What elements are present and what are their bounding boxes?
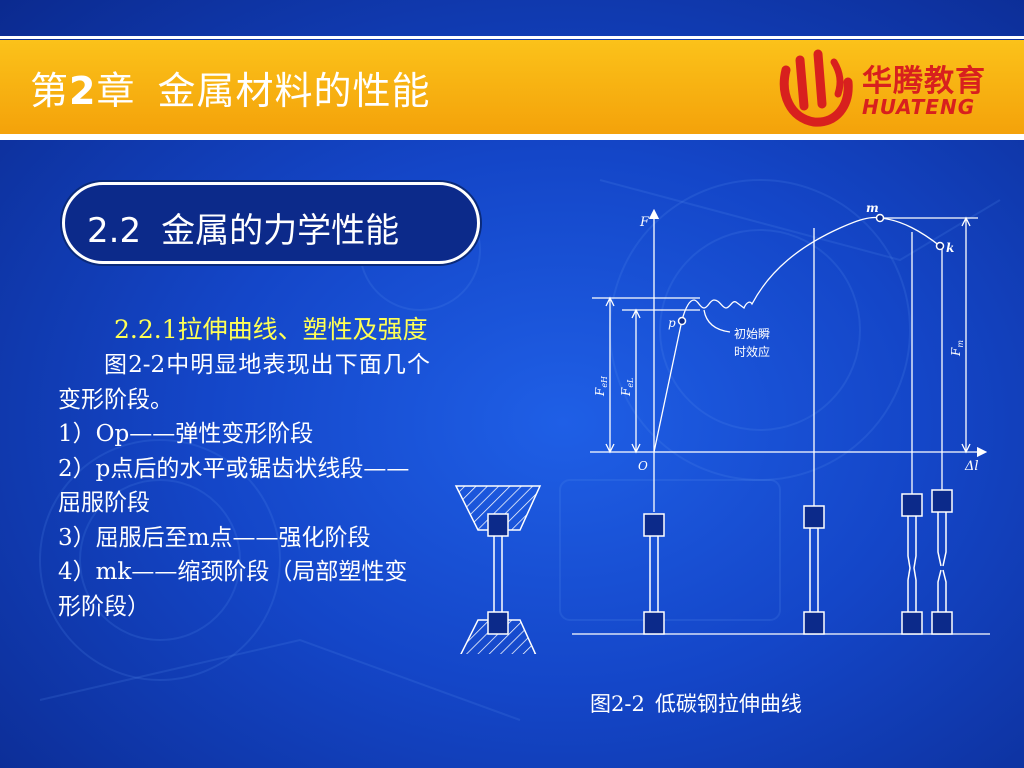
list-item: 4）mk——缩颈阶段（局部塑性变形阶段） [58, 559, 408, 620]
header-bar [0, 40, 1024, 134]
fel-label: FeL [619, 378, 635, 397]
chapter-name: 金属材料的性能 [157, 69, 431, 113]
chapter-number: 2 [69, 69, 97, 113]
point-p-label: p [668, 316, 676, 330]
chapter-title: 第2章金属材料的性能 [30, 60, 431, 115]
logo-text-en: HUATENG [862, 95, 976, 119]
logo-text-cn: 华腾教育 [862, 64, 986, 99]
annotation-line-1: 初始瞬 [734, 327, 770, 341]
point-p-marker [677, 316, 687, 326]
list-item: 2）p点后的水平或锯齿状线段——屈服阶段 [58, 455, 410, 517]
section-number: 2.2 [87, 211, 142, 251]
chapter-suffix: 章 [96, 69, 136, 113]
fm-label: Fm [949, 340, 965, 357]
point-k-marker [935, 241, 945, 251]
annotation-line-2: 时效应 [734, 344, 770, 359]
annotation-leader [703, 309, 731, 333]
point-k-label: k [946, 241, 954, 255]
section-badge: 2.2 金属的力学性能 [62, 182, 480, 264]
section-title: 2.2 金属的力学性能 [87, 203, 399, 252]
caption-number: 图2-2 [590, 692, 645, 716]
subheading: 2.2.1拉伸曲线、塑性及强度 [114, 315, 428, 344]
section-name: 金属的力学性能 [161, 211, 400, 251]
upper-grip [454, 485, 542, 531]
figure-caption: 图2-2 低碳钢拉伸曲线 [590, 688, 802, 718]
x-axis-label: Δl [964, 459, 979, 474]
huateng-logo-mark-icon [779, 49, 853, 127]
point-m-label: m [866, 201, 879, 215]
tensile-curve-figure: F Δl O p m k FeH FeL Fm 初始瞬 时效应 [454, 201, 990, 654]
huateng-logo: 华腾教育 HUATENG [778, 48, 1014, 128]
top-divider [0, 36, 1024, 39]
y-axis-label: F [639, 215, 650, 230]
caption-text: 低碳钢拉伸曲线 [654, 692, 802, 716]
list-item: 3）屈服后至m点——强化阶段 [58, 524, 371, 551]
origin-label: O [638, 459, 648, 473]
chapter-prefix: 第 [30, 69, 70, 113]
header-divider [0, 134, 1024, 140]
list-item: 1）Op——弹性变形阶段 [58, 421, 314, 447]
tensile-curve [653, 216, 941, 453]
intro-paragraph: 图2-2中明显地表现出下面几个变形阶段。 [58, 352, 430, 413]
point-m-marker [875, 213, 885, 223]
feh-label: FeH [593, 375, 609, 397]
body-text: 2.2.1拉伸曲线、塑性及强度 图2-2中明显地表现出下面几个变形阶段。 1）O… [58, 312, 430, 624]
